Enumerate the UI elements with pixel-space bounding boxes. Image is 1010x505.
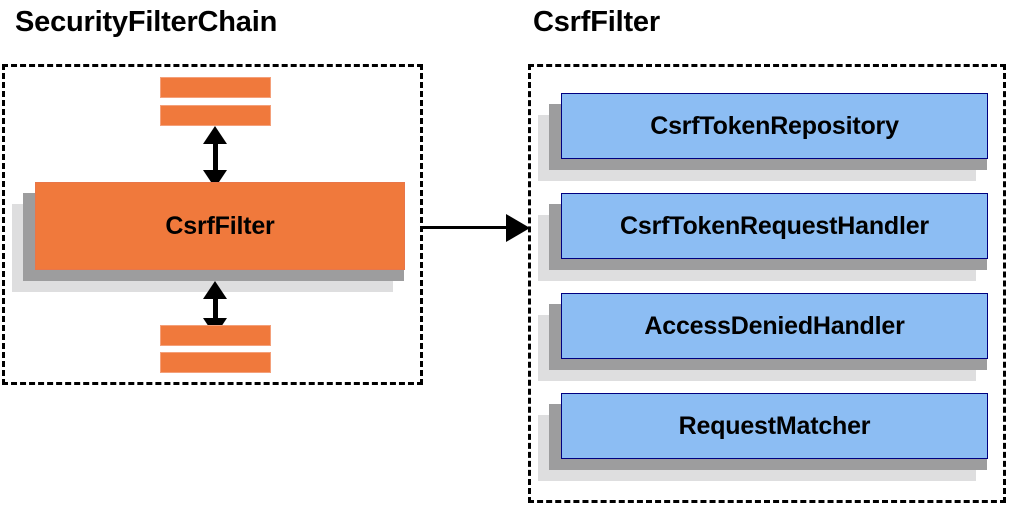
component-face: CsrfTokenRequestHandler [561,193,988,259]
component-csrf-token-repository[interactable]: CsrfTokenRepository [538,93,988,181]
component-face: AccessDeniedHandler [561,293,988,359]
component-label: CsrfFilter [165,211,275,240]
arrow-right-icon-connector [506,214,530,242]
csrf-filter-title: CsrfFilter [533,6,660,38]
arrow-shaft-bottom [213,288,218,336]
component-csrffilter[interactable]: CsrfFilter [12,182,405,292]
arrow-shaft-top [213,134,218,186]
security-filter-chain-panel [2,64,423,385]
component-label: CsrfTokenRequestHandler [620,211,929,240]
filter-bar-bottom-1 [160,325,271,346]
component-label: AccessDeniedHandler [644,311,905,340]
component-face: RequestMatcher [561,393,988,459]
filter-bar-bottom-2 [160,352,271,373]
filter-bar-top-2 [160,105,271,126]
component-label: RequestMatcher [678,411,871,440]
component-label: CsrfTokenRepository [650,111,899,140]
connector-shaft-csrffilter-to-detail [422,226,514,229]
component-request-matcher[interactable]: RequestMatcher [538,393,988,481]
filter-bar-top-1 [160,77,271,98]
component-face: CsrfTokenRepository [561,93,988,159]
component-access-denied-handler[interactable]: AccessDeniedHandler [538,293,988,381]
security-filter-chain-title: SecurityFilterChain [15,6,278,38]
component-face: CsrfFilter [35,182,405,270]
component-csrf-token-request-handler[interactable]: CsrfTokenRequestHandler [538,193,988,281]
csrf-filter-panel [528,64,1006,503]
